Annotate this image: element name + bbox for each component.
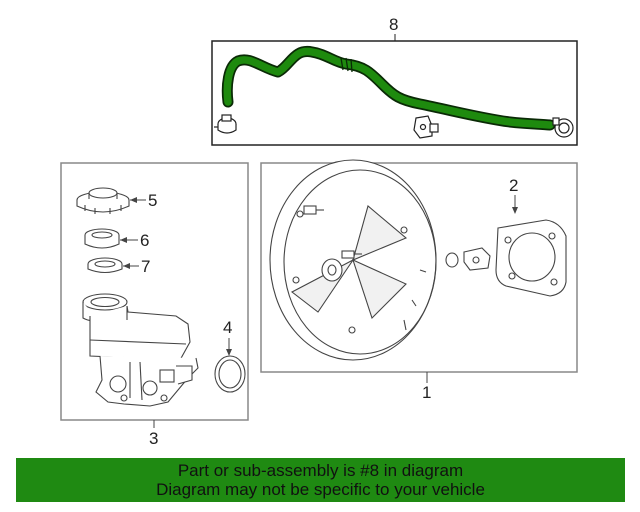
- callout-6: 6: [140, 231, 149, 250]
- banner-line-disclaimer: Diagram may not be specific to your vehi…: [156, 480, 485, 499]
- callout-5: 5: [148, 191, 157, 210]
- hose-clamp-right: [552, 117, 574, 138]
- hose-clamp-middle: [413, 115, 439, 139]
- callout-8: 8: [389, 15, 398, 34]
- callout-2: 2: [509, 176, 518, 195]
- parts-diagram: 8: [60, 15, 578, 448]
- booster-gasket: [495, 219, 567, 297]
- leader-arrow-6: [120, 237, 127, 243]
- check-valve: [445, 247, 491, 271]
- leader-arrow-2: [512, 207, 518, 214]
- reservoir-cap: [76, 187, 130, 214]
- leader-arrow-5: [130, 197, 137, 203]
- callout-3: 3: [149, 429, 158, 448]
- callout-4: 4: [223, 318, 232, 337]
- hose-assembly-group: 8: [211, 15, 578, 146]
- leader-arrow-7: [123, 263, 130, 269]
- brake-booster-group: 2 1: [260, 159, 578, 402]
- o-ring: [214, 355, 246, 393]
- vacuum-hose: [223, 47, 554, 129]
- callout-7: 7: [141, 257, 150, 276]
- leader-arrow-4: [226, 349, 232, 356]
- master-cylinder-group: 5 6 7 4 3: [60, 162, 249, 448]
- hose-joint: [340, 57, 353, 73]
- brake-booster: [269, 159, 437, 361]
- callout-1: 1: [422, 383, 431, 402]
- banner-line-part: Part or sub-assembly is #8 in diagram: [177, 461, 464, 480]
- hose-clamp-left: [214, 114, 237, 134]
- info-banner: Part or sub-assembly is #8 in diagram Di…: [16, 458, 625, 502]
- master-cylinder: [82, 293, 199, 407]
- reservoir-filter: [84, 228, 120, 249]
- reservoir-seal: [87, 257, 123, 274]
